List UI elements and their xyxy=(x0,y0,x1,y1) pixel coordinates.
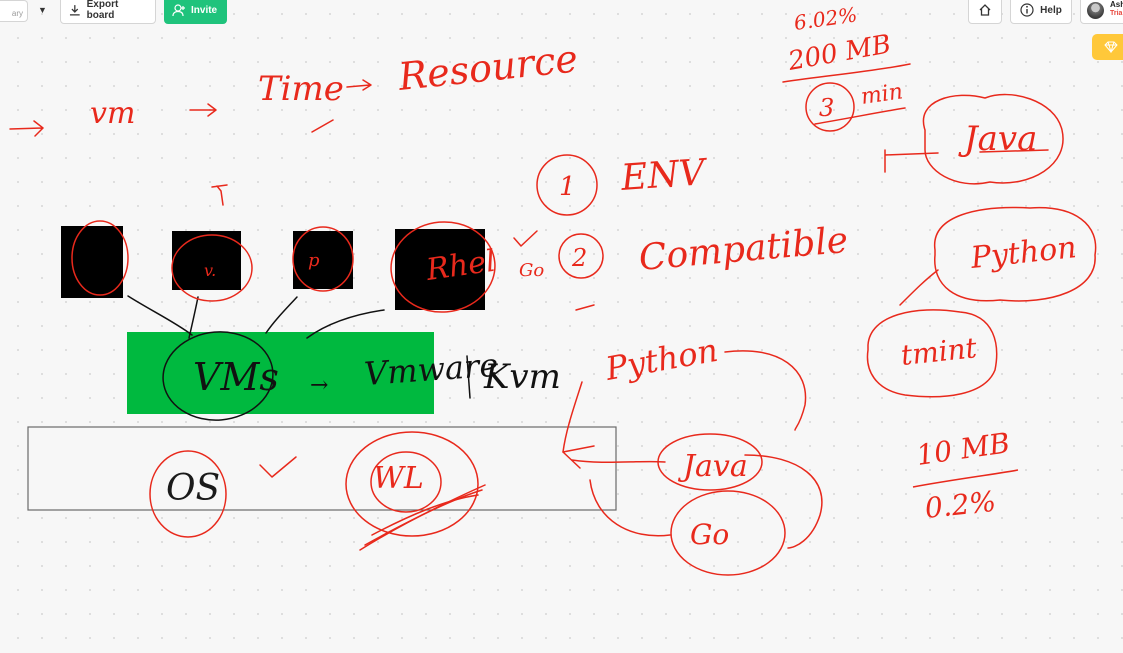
user-menu[interactable]: Ash Tria xyxy=(1080,0,1123,24)
help-label: Help xyxy=(1040,4,1062,16)
note-env-number[interactable]: 1 xyxy=(559,172,576,202)
note-python-mid[interactable]: Python xyxy=(602,331,721,388)
diamond-icon xyxy=(1104,41,1118,53)
note-java-mid[interactable]: Java xyxy=(677,449,748,484)
note-go-left[interactable]: Go xyxy=(519,260,544,281)
note-wl[interactable]: WL xyxy=(373,461,424,496)
help-button[interactable]: Help xyxy=(1010,0,1072,24)
home-button[interactable] xyxy=(968,0,1002,24)
black-ink-strokes[interactable] xyxy=(127,295,471,425)
board-name-tab[interactable]: ary xyxy=(0,0,28,22)
black-handwriting[interactable]: VMs → Vmware Kvm xyxy=(193,346,561,399)
export-board-label: Export board xyxy=(86,0,119,21)
note-compatible[interactable]: Compatible xyxy=(637,220,849,279)
home-icon xyxy=(979,4,991,16)
note-stat-top-3[interactable]: 3 xyxy=(819,94,834,122)
note-flow-vm[interactable]: vm xyxy=(90,96,135,131)
note-stat-min[interactable]: min xyxy=(859,79,904,110)
green-vms-shape[interactable] xyxy=(127,332,434,414)
note-stat-bottom-1[interactable]: 10 MB xyxy=(914,426,1011,472)
note-flow-time[interactable]: Time xyxy=(258,69,344,109)
add-user-icon xyxy=(172,3,185,16)
note-go-mid[interactable]: Go xyxy=(690,518,729,551)
user-plan-status: Tria xyxy=(1110,10,1123,17)
note-v-in-square[interactable]: v. xyxy=(204,261,216,280)
black-square-3[interactable] xyxy=(293,231,353,289)
note-env[interactable]: ENV xyxy=(619,152,710,199)
black-square-1[interactable] xyxy=(61,226,123,298)
board-name-label: ary xyxy=(11,9,23,18)
note-kvm[interactable]: Kvm xyxy=(483,357,561,397)
invite-button[interactable]: Invite xyxy=(164,0,227,24)
note-java-right[interactable]: Java xyxy=(958,119,1037,159)
green-rect-label[interactable]: VMs xyxy=(193,355,279,399)
black-square-2[interactable] xyxy=(172,231,241,290)
chevron-down-icon[interactable]: ▼ xyxy=(38,5,47,15)
export-board-button[interactable]: Export board xyxy=(60,0,156,24)
note-stat-top-1[interactable]: 6.02% xyxy=(792,2,858,35)
note-compatible-number[interactable]: 2 xyxy=(571,244,587,272)
note-arrow-black[interactable]: → xyxy=(310,373,328,398)
upgrade-button[interactable] xyxy=(1092,34,1123,60)
note-hypervisors[interactable]: Vmware xyxy=(363,346,499,393)
invite-label: Invite xyxy=(191,4,218,16)
download-icon xyxy=(69,5,80,16)
note-python-right[interactable]: Python xyxy=(968,230,1078,276)
note-p-in-square[interactable]: p xyxy=(308,250,320,271)
user-name: Ash xyxy=(1110,0,1123,9)
note-tmint[interactable]: tmint xyxy=(899,331,979,372)
info-icon xyxy=(1020,3,1034,17)
red-ink-strokes[interactable] xyxy=(9,63,1097,576)
avatar[interactable] xyxy=(1087,2,1104,19)
black-square-4[interactable] xyxy=(395,229,485,310)
note-os[interactable]: OS xyxy=(166,468,220,509)
os-box-shape[interactable] xyxy=(27,426,617,511)
note-stat-bottom-2[interactable]: 0.2% xyxy=(923,485,997,525)
note-flow-resource[interactable]: Resource xyxy=(395,36,579,99)
